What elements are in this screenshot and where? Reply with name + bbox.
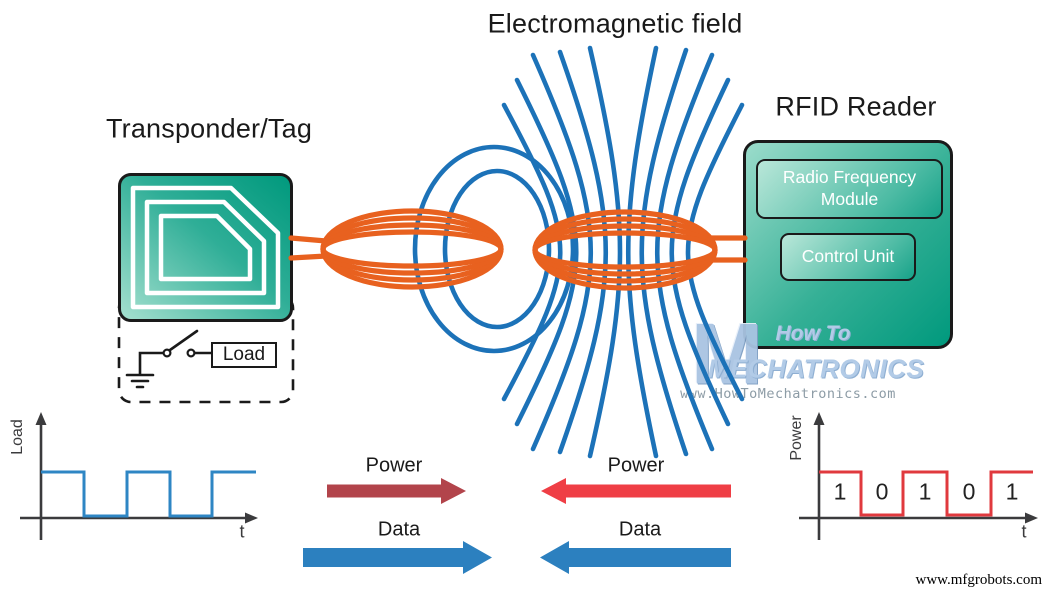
tag-coil <box>288 208 504 290</box>
power-graph-ylabel: Power <box>788 415 805 461</box>
load-box-label: Load <box>222 344 266 365</box>
load-box: Load <box>211 342 277 368</box>
data-arrow-to-center-left <box>303 541 492 574</box>
power-graph <box>799 412 1038 540</box>
data-arrow-to-center-right <box>540 541 731 574</box>
load-graph <box>20 412 258 540</box>
control-unit-label: Control Unit <box>801 246 895 267</box>
bit-digit: 1 <box>1005 478 1019 505</box>
rf-module-label: Radio Frequency Module <box>782 167 917 209</box>
tag-antenna-spiral <box>130 185 281 310</box>
load-waveform <box>41 470 256 518</box>
bit-digit: 0 <box>875 478 889 505</box>
load-graph-xlabel: t <box>239 521 245 542</box>
footer-url: www.mfgrobots.com <box>915 572 1042 588</box>
data-right-label: Data <box>618 518 662 541</box>
power-right-label: Power <box>607 454 665 477</box>
bit-digit: 0 <box>962 478 976 505</box>
tag-circuit <box>125 329 213 389</box>
rf-module-box: Radio Frequency Module <box>756 159 943 219</box>
reader-box: Radio Frequency Module Control Unit <box>743 140 953 349</box>
power-graph-xlabel: t <box>1021 521 1027 542</box>
bit-digit: 1 <box>918 478 932 505</box>
field-loops <box>412 144 576 354</box>
tag-title: Transponder/Tag <box>105 113 313 144</box>
control-unit-box: Control Unit <box>780 233 916 281</box>
reader-coil <box>532 209 748 291</box>
data-left-label: Data <box>377 518 421 541</box>
switch-blade <box>168 329 199 352</box>
load-graph-ylabel: Load <box>9 419 26 455</box>
power-arrow-to-center-right <box>541 478 731 504</box>
watermark-line2: MECHATRONICS <box>707 353 925 384</box>
watermark-url: www.HowToMechatronics.com <box>680 386 896 402</box>
power-arrow-to-center-left <box>327 478 466 504</box>
diagram-title: Electromagnetic field <box>487 8 743 39</box>
bit-digit: 1 <box>833 478 847 505</box>
watermark-line1: How To <box>775 322 851 345</box>
tag-chip <box>118 173 293 322</box>
power-left-label: Power <box>365 454 423 477</box>
reader-title: RFID Reader <box>775 91 937 122</box>
